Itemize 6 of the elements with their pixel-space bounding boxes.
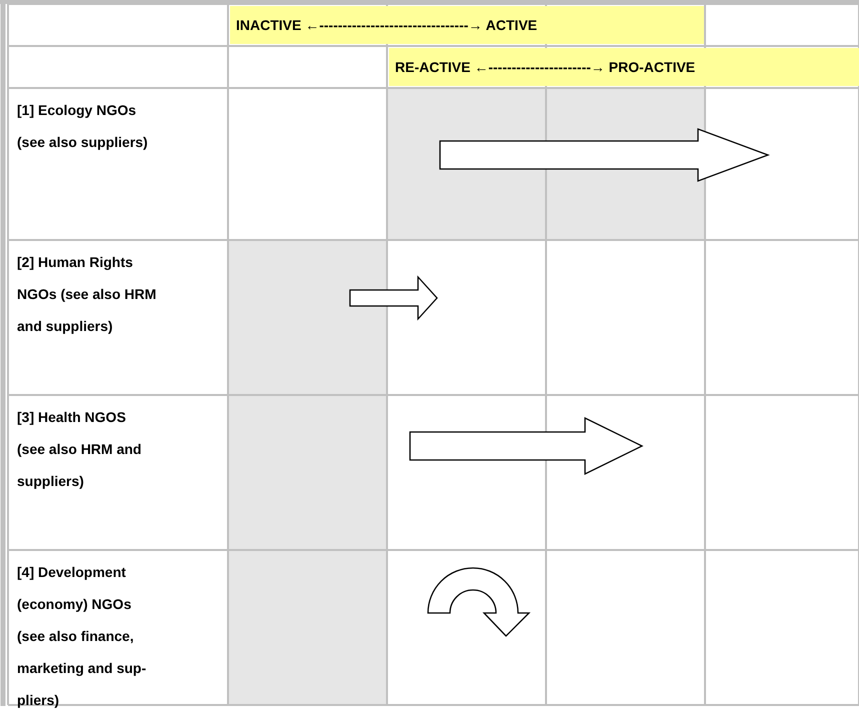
row-label: [4] Development (economy) NGOs (see also finance, marketing and sup-pliers) <box>16 563 148 710</box>
column-header: INACTIVE ←--------------------------------→ ACTIVE <box>230 6 704 44</box>
row-label: [1] Ecology NGOs (see also suppliers) <box>16 101 149 152</box>
row-label: [2] Human Rights NGOs (see also HRM and suppliers) <box>16 253 157 336</box>
column-header: RE-ACTIVE ←----------------------→ PRO-ACTIVE <box>389 48 859 86</box>
row-label: [3] Health NGOS (see also HRM and suppliers) <box>16 408 142 491</box>
